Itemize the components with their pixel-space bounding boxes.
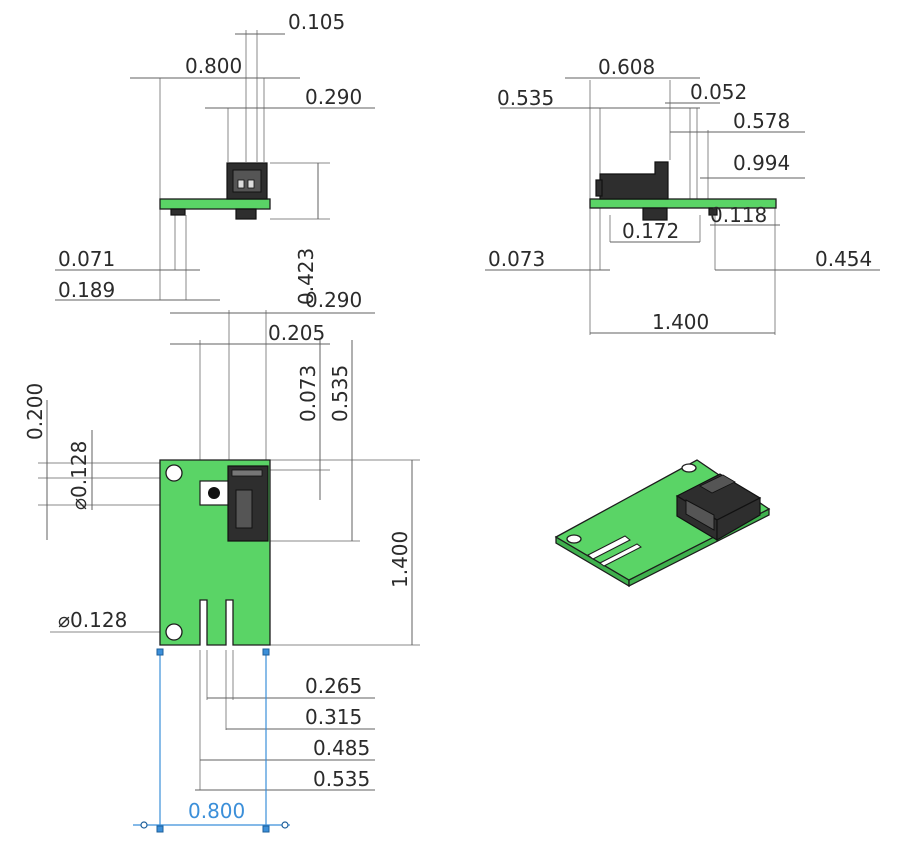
selected-dimension-0-800[interactable]: 0.800 [133,648,290,833]
connector-latch-top [231,469,263,477]
connector-iso-latch [699,474,736,494]
dim-0-800-front[interactable]: 0.800 [185,54,242,78]
dim-hole-diameter-top[interactable]: ⌀0.128 [67,441,91,510]
dim-0-535-bottom[interactable]: 0.535 [313,767,370,791]
dim-0-205[interactable]: 0.205 [268,321,325,345]
dim-0-290-front[interactable]: 0.290 [305,85,362,109]
mounting-hole-iso-2 [681,463,697,473]
connector-latch-side [595,179,603,197]
dim-0-189[interactable]: 0.189 [58,278,115,302]
selection-handle[interactable] [262,825,270,833]
standoff-front [170,208,186,216]
slot-iso-2 [599,543,642,567]
front-view[interactable]: 0.105 0.800 0.290 0.071 0.189 0.423 [55,10,375,305]
dim-0-290-top[interactable]: 0.290 [305,288,362,312]
top-view[interactable]: 0.290 0.205 0.073 0.535 0.200 ⌀0.128 1.4… [23,288,420,833]
board-edge-front [159,198,271,210]
connector-slot [235,489,253,529]
dim-0-535-side[interactable]: 0.535 [497,86,554,110]
dim-hole-diameter-bottom[interactable]: ⌀0.128 [58,608,127,632]
dim-0-172[interactable]: 0.172 [622,219,679,243]
pad-dot [208,487,220,499]
selection-handle[interactable] [156,825,164,833]
slot-iso-1 [587,535,631,560]
connector-side [599,161,669,200]
dim-0-485[interactable]: 0.485 [313,736,370,760]
mounting-hole-iso-1 [566,534,582,544]
dim-1-400-side[interactable]: 1.400 [652,310,709,334]
dim-0-200[interactable]: 0.200 [23,383,47,440]
dim-0-578[interactable]: 0.578 [733,109,790,133]
connector-opening [232,169,262,193]
mounting-hole-bottom [165,623,183,641]
dim-0-052[interactable]: 0.052 [690,80,747,104]
dim-0-105[interactable]: 0.105 [288,10,345,34]
dim-0-071[interactable]: 0.071 [58,247,115,271]
side-view[interactable]: 0.608 0.535 0.052 0.578 0.994 0.118 0.17… [485,55,880,335]
connector-pin-right [247,179,255,189]
board-edge-side [589,198,777,209]
dim-0-994[interactable]: 0.994 [733,151,790,175]
dim-0-118[interactable]: 0.118 [710,203,767,227]
dim-0-535-top[interactable]: 0.535 [328,365,352,422]
dim-1-400-top[interactable]: 1.400 [388,531,412,588]
connector-tail-side [642,207,668,221]
dim-0-315[interactable]: 0.315 [305,705,362,729]
connector-iso-side [716,497,761,542]
isometric-view[interactable] [554,459,771,588]
dim-0-454[interactable]: 0.454 [815,247,872,271]
dim-0-073-side[interactable]: 0.073 [488,247,545,271]
dim-0-073-top[interactable]: 0.073 [296,365,320,422]
selection-handle[interactable] [140,821,148,829]
dim-0-800-selected[interactable]: 0.800 [188,799,245,823]
selection-handle[interactable] [156,648,164,656]
dim-0-265[interactable]: 0.265 [305,674,362,698]
standoff-side [708,207,718,216]
dim-0-423[interactable]: 0.423 [294,248,318,305]
dim-0-608[interactable]: 0.608 [598,55,655,79]
connector-iso-opening [685,499,715,531]
mounting-hole-top [165,464,183,482]
selection-handle[interactable] [281,821,289,829]
connector-tail-front [235,208,257,220]
connector-pin-left [237,179,245,189]
selection-handle[interactable] [262,648,270,656]
